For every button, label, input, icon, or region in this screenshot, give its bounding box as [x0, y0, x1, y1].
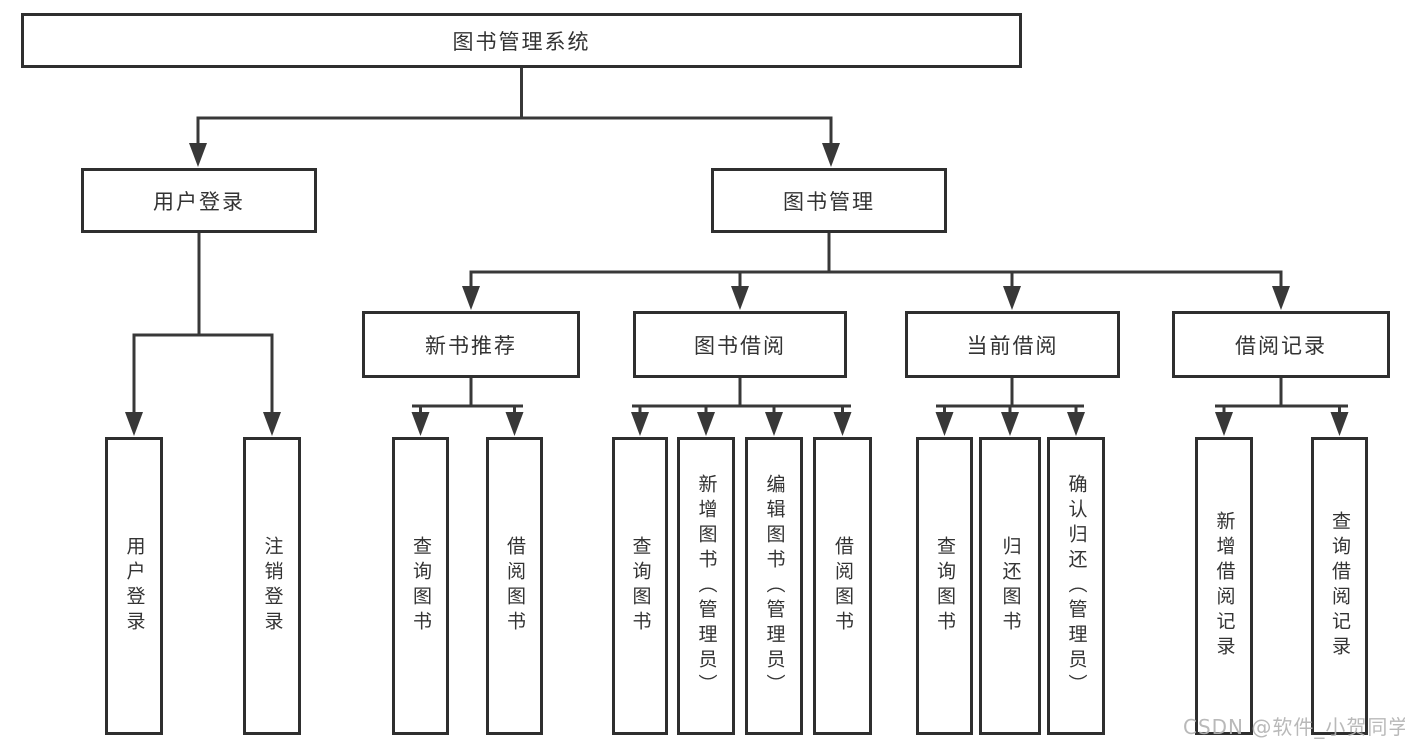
- node-current-borrowing: 当前借阅: [905, 311, 1120, 378]
- arrowhead: [125, 412, 143, 436]
- arrowhead: [765, 412, 783, 436]
- arrowhead: [1003, 286, 1021, 310]
- branch-new-book-recommendation: [411, 378, 524, 436]
- branch-current-borrowing: [935, 378, 1085, 436]
- arrowhead: [411, 412, 430, 436]
- leaf-borrow-books-recommendation: 借阅图书: [486, 437, 543, 735]
- arrowhead: [833, 412, 852, 436]
- leaf-add-borrow-record: 新增借阅记录: [1195, 437, 1253, 735]
- leaf-user-login: 用户登录: [105, 437, 163, 735]
- branch-root-to-level2: [189, 68, 840, 167]
- arrowhead: [1272, 286, 1290, 310]
- arrowhead: [631, 412, 649, 436]
- node-user-login: 用户登录: [81, 168, 317, 233]
- arrowhead: [1330, 412, 1349, 436]
- leaf-query-books-current: 查询图书: [916, 437, 973, 735]
- leaf-borrow-books: 借阅图书: [813, 437, 872, 735]
- arrowhead: [1215, 412, 1233, 436]
- node-book-borrowing: 图书借阅: [633, 311, 847, 378]
- arrowhead: [697, 412, 715, 436]
- arrowhead: [822, 143, 840, 167]
- arrowhead: [731, 286, 749, 310]
- branch-book-borrowing: [631, 378, 852, 436]
- node-borrowing-records: 借阅记录: [1172, 311, 1390, 378]
- branch-borrowing-records: [1215, 378, 1349, 436]
- arrowhead: [462, 286, 480, 310]
- leaf-query-borrow-record: 查询借阅记录: [1311, 437, 1368, 735]
- arrowhead: [1001, 412, 1019, 436]
- leaf-confirm-return-admin: 确认归还（管理员）: [1047, 437, 1105, 735]
- leaf-query-books-borrowing: 查询图书: [612, 437, 668, 735]
- arrowhead: [935, 412, 954, 436]
- arrowhead: [189, 143, 207, 167]
- leaf-logout: 注销登录: [243, 437, 301, 735]
- branch-user-login: [125, 233, 281, 436]
- node-new-book-recommendation: 新书推荐: [362, 311, 580, 378]
- leaf-query-books-recommendation: 查询图书: [392, 437, 449, 735]
- leaf-add-book-admin: 新增图书（管理员）: [677, 437, 735, 735]
- arrowhead: [505, 412, 524, 436]
- leaf-edit-book-admin: 编辑图书（管理员）: [745, 437, 803, 735]
- node-book-management: 图书管理: [711, 168, 947, 233]
- arrowhead: [263, 412, 281, 436]
- arrowhead: [1067, 412, 1085, 436]
- branch-book-management: [462, 233, 1290, 310]
- leaf-return-book: 归还图书: [979, 437, 1041, 735]
- node-library-management-system: 图书管理系统: [21, 13, 1022, 68]
